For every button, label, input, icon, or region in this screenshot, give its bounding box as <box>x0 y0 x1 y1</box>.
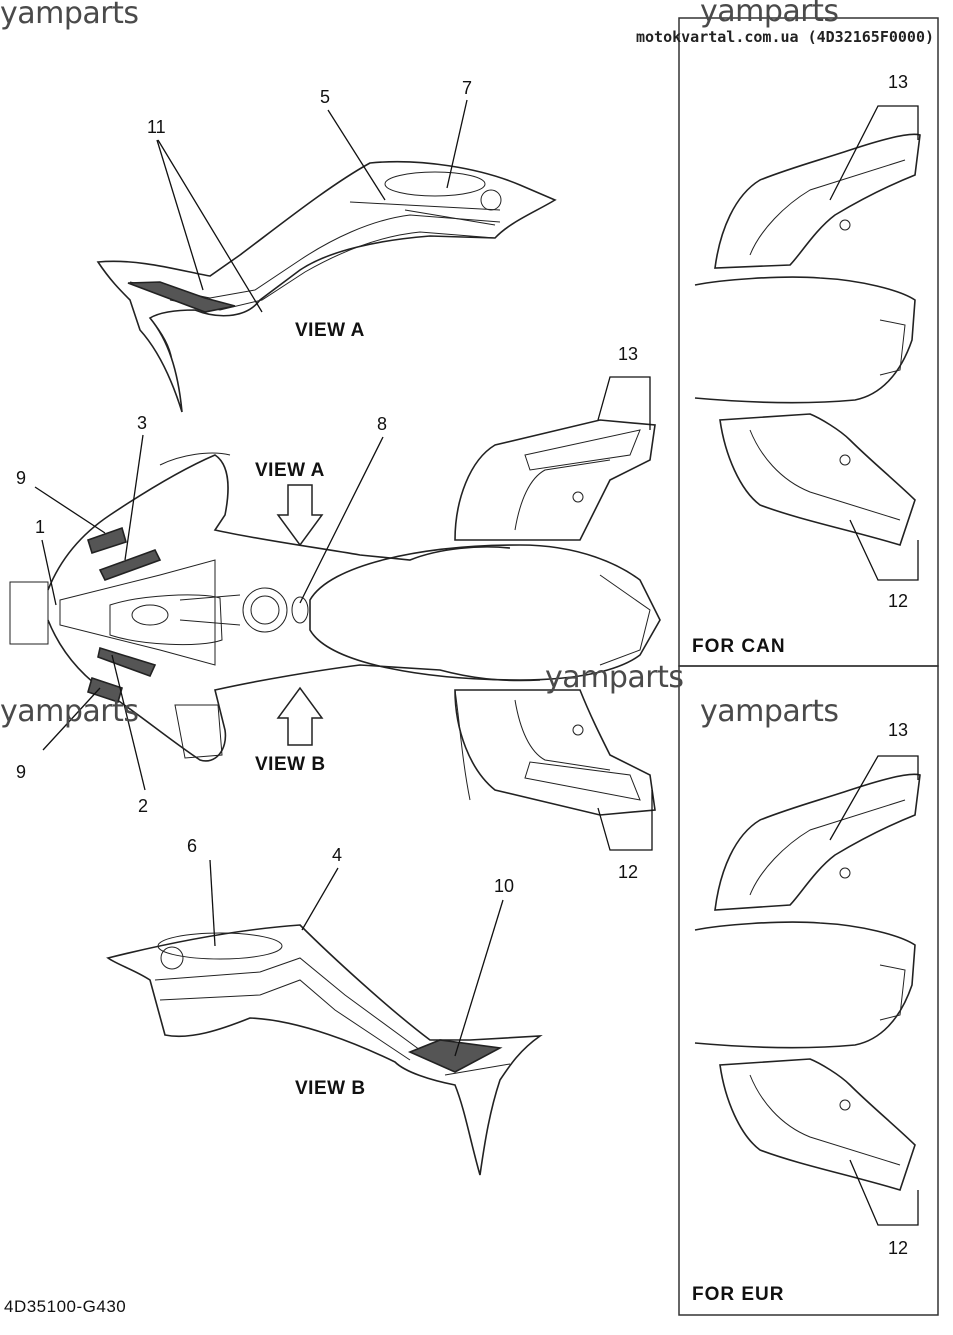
watermark-top-right: yamparts <box>700 0 839 29</box>
watermark-middle-left: yamparts <box>0 694 139 729</box>
callout-12-eur: 12 <box>888 1238 909 1258</box>
source-part-code: (4D32165F0000) <box>807 28 935 46</box>
callout-9-upper: 9 <box>16 468 27 488</box>
diagram-code: 4D35100-G430 <box>4 1297 127 1316</box>
view-b-label-bottom: VIEW B <box>295 1078 366 1099</box>
callout-7: 7 <box>462 78 473 98</box>
callout-13-can: 13 <box>888 72 909 92</box>
callout-12-can: 12 <box>888 591 909 611</box>
view-b-arrow-icon <box>276 686 324 746</box>
callout-4: 4 <box>332 845 343 865</box>
region-label-can: FOR CAN <box>692 636 786 657</box>
view-a-label-top: VIEW A <box>295 320 365 341</box>
can-inset-drawing <box>694 133 921 546</box>
eur-inset-drawing <box>694 773 921 1191</box>
callout-5: 5 <box>320 87 331 107</box>
callout-12-main: 12 <box>618 862 639 882</box>
watermark-top-left: yamparts <box>0 0 139 31</box>
view-a-fender-drawing <box>96 160 557 413</box>
for-eur-box <box>678 665 939 1316</box>
view-b-label-main: VIEW B <box>255 754 326 775</box>
source-site-label: motokvartal.com.ua <box>636 28 799 46</box>
callout-8: 8 <box>377 414 388 434</box>
view-a-label-main: VIEW A <box>255 460 325 481</box>
region-label-eur: FOR EUR <box>692 1284 785 1305</box>
callout-13-main: 13 <box>618 344 639 364</box>
callout-3: 3 <box>137 413 148 433</box>
callout-1: 1 <box>35 517 46 537</box>
atv-top-view-drawing <box>9 419 661 816</box>
view-a-arrow-icon <box>276 484 324 547</box>
callout-6: 6 <box>187 836 198 856</box>
callout-2: 2 <box>138 796 149 816</box>
view-b-fender-drawing <box>106 924 543 1176</box>
watermark-middle-right: yamparts <box>700 694 839 729</box>
callout-leader-lines <box>34 99 919 1226</box>
callout-10: 10 <box>494 876 515 896</box>
callout-13-eur: 13 <box>888 720 909 740</box>
for-can-box <box>678 17 939 667</box>
callout-11: 11 <box>147 117 166 137</box>
watermark-middle-center: yamparts <box>545 660 684 695</box>
source-stamp: motokvartal.com.ua (4D32165F0000) <box>636 28 934 46</box>
callout-9-lower: 9 <box>16 762 27 782</box>
